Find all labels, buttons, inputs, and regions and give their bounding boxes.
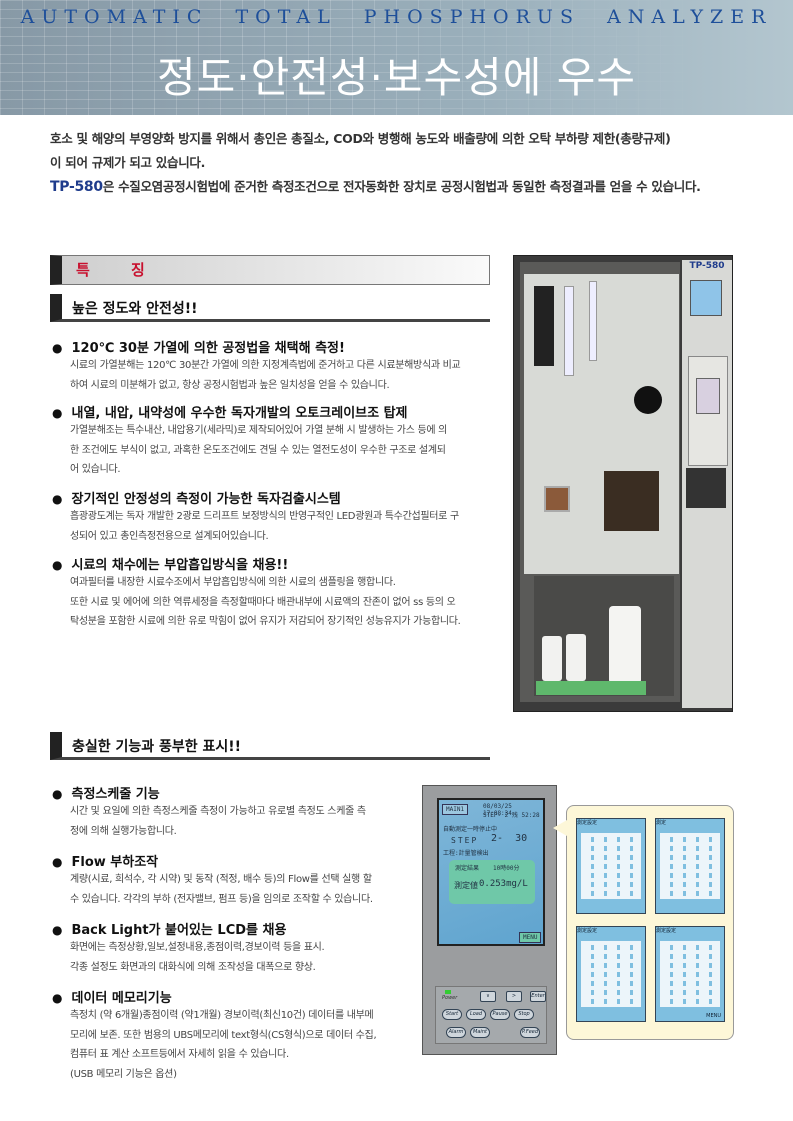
feature-heading: Back Light가 붙어있는 LCD를 채용 <box>52 919 286 938</box>
keypad-key[interactable]: Start <box>442 1009 462 1020</box>
feature-description: 모리에 보존. 또한 범용의 UBS메모리에 text형식(CS형식)으로 데이… <box>70 1029 377 1041</box>
keypad-key[interactable]: P.Feed <box>520 1027 540 1038</box>
feature-heading: 내열, 내압, 내약성에 우수한 독자개발의 오토크레이브조 탑제 <box>52 402 407 421</box>
features-header: 특 징 <box>50 255 490 285</box>
feature-description: 하여 시료의 미분해가 없고, 항상 공정시험법과 높은 일치성을 얻을 수 있… <box>70 379 390 391</box>
feature-description: 시료의 가열분해는 120℃ 30분간 가열에 의한 지정계측법에 준거하고 다… <box>70 360 461 371</box>
mini-screen-title: 測定設定 <box>656 928 677 934</box>
lcd-status: 自動測定一時停止中 <box>443 826 498 833</box>
features-title: 특 징 <box>76 261 163 279</box>
keypad-key[interactable]: Alarm <box>446 1027 466 1038</box>
mini-screen-4: 測定設定 MENU <box>655 926 725 1022</box>
photo-model-label: TP-580 <box>689 261 725 271</box>
feature-description: 화면에는 측정상황,일보,설정내용,종점이력,경보이력 등을 표시. <box>70 942 325 953</box>
feature-description: 성되어 있고 총인측정전용으로 설계되어있습니다. <box>70 530 269 542</box>
mini-screen-title: 測定設定 <box>577 928 598 934</box>
controller-device: MAIN1 08/03/25 17:08:34 STEP- 2 残 52:28 … <box>422 785 557 1055</box>
result-panel: 測定結果 10時00分 測定値 0.253mg/L <box>449 860 535 904</box>
feature-description: 정에 의해 실행가능합니다. <box>70 825 177 837</box>
mini-screen-title: 測定 <box>656 820 667 826</box>
feature-heading: 측정스케줄 기능 <box>52 783 159 802</box>
result-time: 10時00分 <box>493 865 520 872</box>
page-title: 정도·안전성·보수성에 우수 <box>156 53 637 102</box>
menu-button[interactable]: MENU <box>519 932 542 943</box>
value-label: 測定値 <box>454 881 478 890</box>
feature-description: 흡광광도계는 독자 개발한 2광로 드리프트 보정방식의 반영구적인 LED광원… <box>70 511 459 522</box>
section-heading-1: 높은 정도와 안전성!! <box>50 294 490 322</box>
keypad-key[interactable]: Maint <box>470 1027 490 1038</box>
keypad-key[interactable]: Pause <box>490 1009 510 1020</box>
feature-description: 또한 시료 및 에어에 의한 역류세정을 측정할때마다 배관내부에 시료액의 잔… <box>70 596 456 608</box>
lcd-screen: MAIN1 08/03/25 17:08:34 STEP- 2 残 52:28 … <box>437 798 545 946</box>
main-button[interactable]: MAIN1 <box>442 804 469 815</box>
feature-description: 한 조건에도 부식이 없고, 과혹한 온도조건에도 견딜 수 있는 열전도성이 … <box>70 444 446 456</box>
feature-heading: 장기적인 안정성의 측정이 가능한 독자검출시스템 <box>52 488 340 507</box>
keypad-key[interactable]: Enter <box>530 991 546 1002</box>
feature-heading: Flow 부하조작 <box>52 851 158 870</box>
model-name: TP-580 <box>50 179 103 195</box>
feature-description: 수 있습니다. 각각의 부하 (전자밸브, 펌프 등)을 임의로 조작할 수 있… <box>70 893 373 905</box>
measured-value: 0.253mg/L <box>479 879 528 889</box>
mini-screen-title: 測定設定 <box>577 820 598 826</box>
intro-line-1: 호소 및 해양의 부영양화 방지를 위해서 총인은 총질소, COD와 병행해 … <box>50 131 671 146</box>
feature-heading: 데이터 메모리기능 <box>52 987 171 1006</box>
keypad-key[interactable]: > <box>506 991 522 1002</box>
power-indicator: Power <box>442 995 458 1001</box>
feature-description: 컴퓨터 표 계산 소프트등에서 자세히 읽을 수 있습니다. <box>70 1049 289 1060</box>
english-subtitle: AUTOMATIC TOTAL PHOSPHORUS ANALYZER <box>20 6 773 28</box>
power-led-icon <box>445 990 451 994</box>
feature-description: 각종 설정도 화면과의 대화식에 의해 조작성을 대폭으로 향상. <box>70 961 316 973</box>
mini-screen-1: 測定設定 <box>576 818 646 914</box>
keypad-key[interactable]: ∨ <box>480 991 496 1002</box>
mini-menu-button: MENU <box>706 1013 721 1019</box>
feature-description: 탁성분을 포함한 시료에 의한 유로 막힘이 없어 유지가 저감되어 장기적인 … <box>70 616 461 627</box>
result-label: 測定結果 <box>455 865 480 872</box>
lcd-step-info: STEP- 2 残 52:28 <box>483 812 540 819</box>
header-banner: AUTOMATIC TOTAL PHOSPHORUS ANALYZER 정도·안… <box>0 0 793 115</box>
keypad-key[interactable]: Load <box>466 1009 486 1020</box>
lcd-step-label: STEP <box>451 836 479 845</box>
intro-line-2: 이 되어 규제가 되고 있습니다. <box>50 155 206 170</box>
intro-line-3: TP-580은 수질오염공정시험법에 준거한 측정조건으로 전자동화한 장치로 … <box>50 176 701 195</box>
lcd-datetime: 08/03/25 17:08:34 <box>483 803 512 817</box>
feature-description: 시간 및 요일에 의한 측정스케줄 측정이 가능하고 유로별 측정도 스케줄 측 <box>70 806 366 817</box>
feature-description: 가열분해조는 특수내산, 내압용기(세라믹)로 제작되어있어 가열 분해 시 발… <box>70 425 448 436</box>
mini-screen-3: 測定設定 <box>576 926 646 1022</box>
feature-description: 계량(시료, 희석수, 각 시약) 및 동작 (적정, 배수 등)의 Flow를… <box>70 874 372 885</box>
feature-description: 어 있습니다. <box>70 464 121 475</box>
feature-description: (USB 메모리 기능은 옵션) <box>70 1068 177 1080</box>
product-photo: TP-580 <box>513 255 733 712</box>
section-title-1: 높은 정도와 안전성!! <box>72 301 198 317</box>
lcd-process: 工程:計量管検出 <box>443 850 489 857</box>
keypad-key[interactable]: Stop <box>514 1009 534 1020</box>
section-heading-2: 충실한 기능과 풍부한 표시!! <box>50 732 490 760</box>
feature-heading: 시료의 채수에는 부압흡입방식을 채용!! <box>52 554 288 573</box>
intro-line-3-text: 은 수질오염공정시험법에 준거한 측정조건으로 전자동화한 장치로 공정시험법과… <box>102 179 701 194</box>
section-title-2: 충실한 기능과 풍부한 표시!! <box>72 739 242 755</box>
feature-heading: 120℃ 30분 가열에 의한 공정법을 채택해 측정! <box>52 337 344 356</box>
mini-screen-2: 測定 <box>655 818 725 914</box>
lcd-step-value: 2- 30 <box>491 833 528 844</box>
feature-description: 여과필터를 내장한 시료수조에서 부압흡입방식에 의한 시료의 샘플링을 행합니… <box>70 577 396 588</box>
feature-description: 측정치 (약 6개월)종점이력 (약1개월) 경보이력(최신10건) 데이터를 … <box>70 1010 374 1021</box>
screen-examples-callout: 測定設定 測定 測定設定 測定設定 MENU <box>553 805 734 1040</box>
